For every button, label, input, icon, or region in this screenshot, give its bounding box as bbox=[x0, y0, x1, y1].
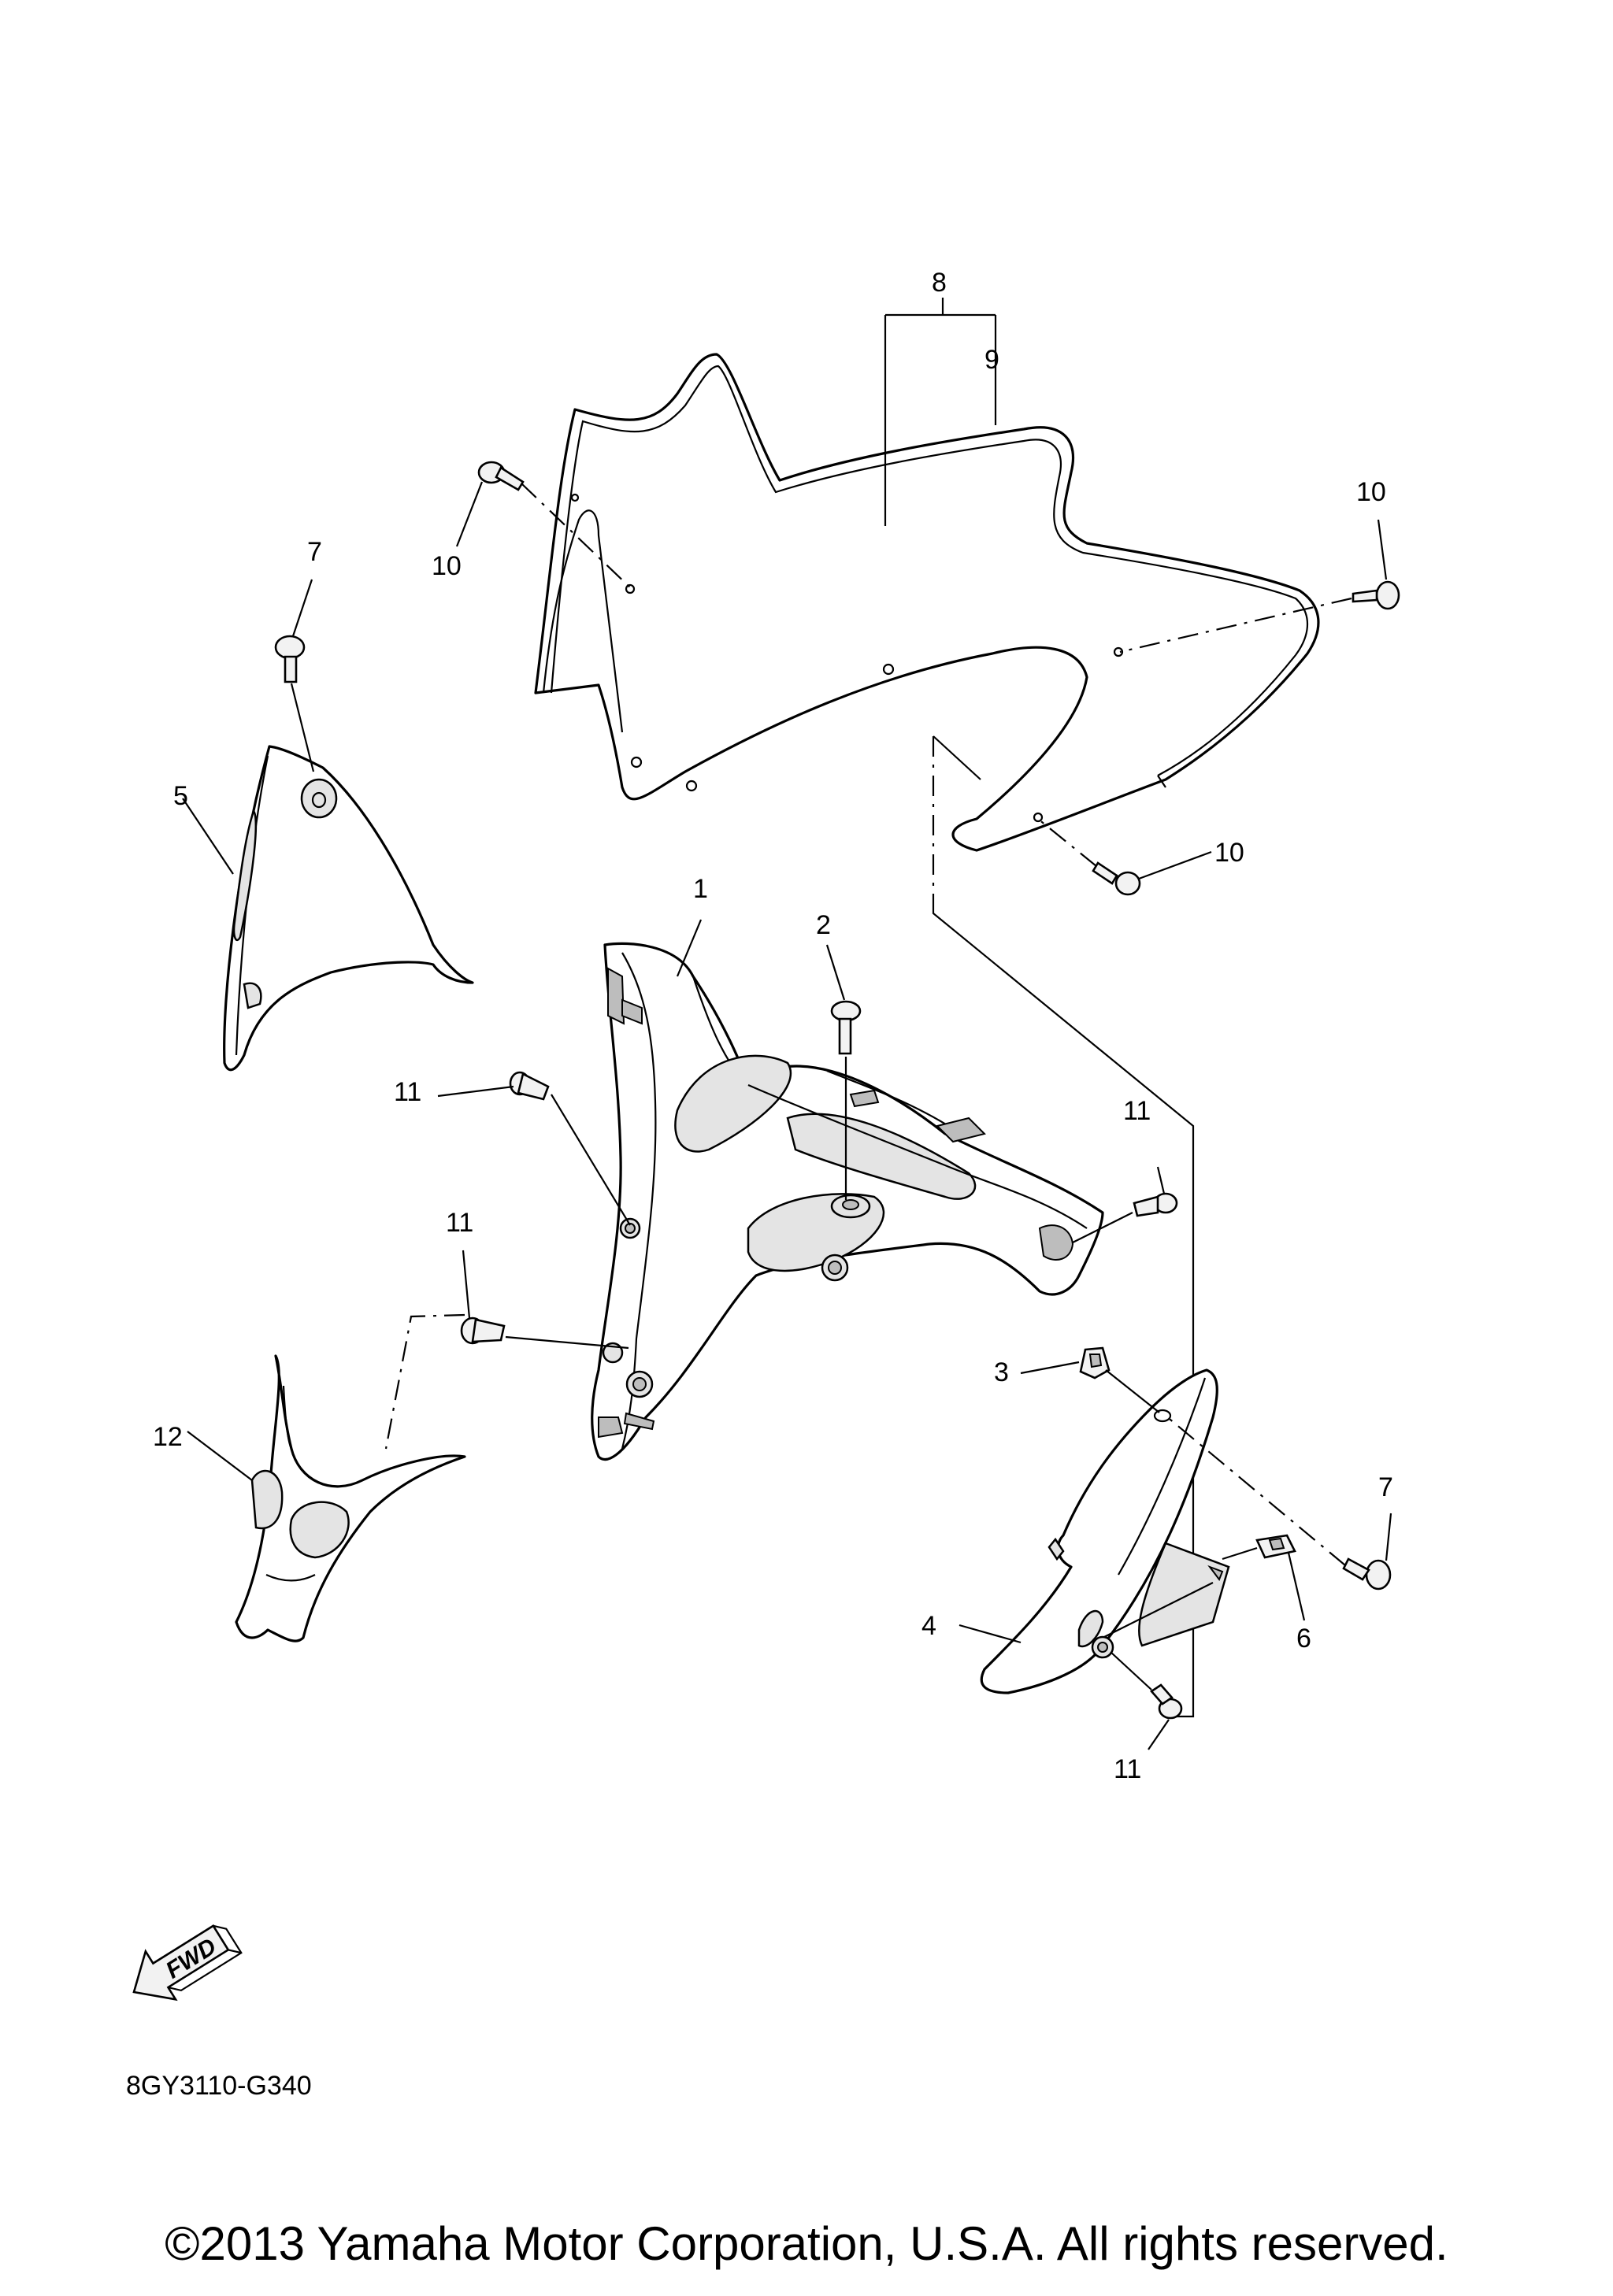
callout-4: 4 bbox=[921, 1611, 936, 1641]
screw-10-left bbox=[455, 461, 632, 590]
bolt-7-right bbox=[1165, 1415, 1392, 1591]
callout-10-right: 10 bbox=[1356, 477, 1386, 507]
callout-7-left: 7 bbox=[307, 537, 322, 567]
assembly-guide-line-right-2 bbox=[932, 735, 1195, 1718]
callout-9: 9 bbox=[984, 345, 999, 375]
lower-panel-part-12 bbox=[187, 1354, 466, 1642]
callout-11-bottom: 11 bbox=[1114, 1754, 1141, 1784]
callout-7-right: 7 bbox=[1378, 1472, 1393, 1502]
callout-11-right: 11 bbox=[1123, 1096, 1151, 1126]
callout-11-upper-left: 11 bbox=[394, 1077, 421, 1107]
screw-10-right bbox=[1119, 519, 1400, 654]
callout-10-left: 10 bbox=[432, 551, 462, 581]
callout-8-9-leaders bbox=[884, 298, 997, 526]
grommet-11-lower-left bbox=[384, 1250, 629, 1450]
callout-11-lower-left: 11 bbox=[446, 1208, 473, 1238]
nut-6 bbox=[1222, 1534, 1306, 1621]
screw-2 bbox=[825, 944, 862, 1200]
callout-3: 3 bbox=[994, 1357, 1009, 1387]
callout-2: 2 bbox=[816, 910, 831, 940]
callout-labels: 8 9 10 10 10 7 5 1 2 11 11 11 12 3 7 6 4… bbox=[153, 268, 1393, 1784]
callout-5: 5 bbox=[173, 781, 188, 811]
bolt-7-left bbox=[274, 579, 315, 772]
diagram-code: 8GY3110-G340 bbox=[126, 2071, 312, 2101]
callout-12: 12 bbox=[153, 1422, 183, 1452]
inner-cowling-part-1 bbox=[591, 919, 1104, 1461]
grommet-11-upper-left bbox=[437, 1071, 631, 1226]
clip-3 bbox=[1020, 1346, 1160, 1413]
screw-10-lower bbox=[1037, 818, 1212, 896]
callout-1: 1 bbox=[693, 874, 708, 904]
forward-direction-arrow: FWD bbox=[132, 1924, 243, 2002]
grommet-11-right bbox=[1072, 1166, 1178, 1243]
callout-6: 6 bbox=[1296, 1624, 1311, 1653]
callout-8: 8 bbox=[932, 268, 947, 298]
grommet-11-bottom bbox=[1110, 1651, 1183, 1750]
side-panel-part-5 bbox=[182, 745, 474, 1072]
windshield-part-8 bbox=[534, 353, 1320, 852]
callout-10-lower: 10 bbox=[1214, 838, 1244, 868]
lower-panel-part-4 bbox=[959, 1368, 1230, 1694]
copyright-notice: ©2013 Yamaha Motor Corporation, U.S.A. A… bbox=[165, 2217, 1448, 2270]
